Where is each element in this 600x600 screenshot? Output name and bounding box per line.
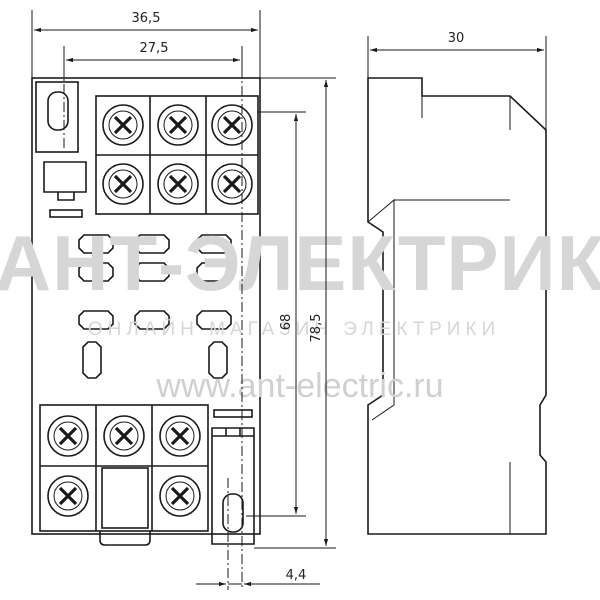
top-slot: [49, 209, 83, 218]
watermark: АНТ-ЭЛЕКТРИК ОНЛАЙН МАГАЗИН ЭЛЕКТРИКИ ww…: [0, 219, 600, 405]
side-view: [367, 77, 547, 535]
top-mount-hole: [47, 91, 69, 131]
pin-socket: [78, 234, 114, 254]
pin-socket: [196, 310, 232, 330]
pin-socket: [134, 234, 170, 254]
pin-socket: [208, 341, 228, 379]
dim-mount-hole: 4,4: [286, 568, 307, 583]
screw-terminal-icon: [211, 104, 253, 146]
bottom-terminal-block: [39, 404, 209, 532]
watermark-url: www.ant-electric.ru: [155, 367, 443, 405]
pin-socket: [134, 262, 170, 282]
terminal-screws: [47, 104, 253, 517]
screw-terminal-icon: [102, 104, 144, 146]
dim-depth: 30: [448, 31, 465, 46]
screw-terminal-icon: [157, 163, 199, 205]
dim-pitch-width: 27,5: [140, 41, 169, 56]
screw-terminal-icon: [102, 163, 144, 205]
dimensions: 36,5 27,5 30 68 78,5 4,4: [31, 10, 547, 590]
bottom-tab: [99, 531, 151, 546]
bottom-mount-hole: [222, 493, 244, 533]
pin-sockets: [78, 234, 232, 379]
screw-terminal-icon: [157, 104, 199, 146]
dim-height-inner: 68: [279, 314, 294, 331]
bottom-slot: [213, 409, 253, 418]
side-profile-outline: [367, 77, 547, 535]
bottom-mount-ear: [211, 427, 255, 545]
pin-socket: [82, 341, 102, 379]
top-latch: [43, 161, 87, 201]
screw-terminal-icon: [103, 415, 145, 457]
pin-socket: [196, 234, 232, 254]
pin-socket: [78, 262, 114, 282]
screw-terminal-icon: [47, 415, 89, 457]
screw-terminal-icon: [47, 475, 89, 517]
pin-socket: [78, 310, 114, 330]
screw-terminal-icon: [159, 415, 201, 457]
screw-terminal-icon: [159, 475, 201, 517]
watermark-tagline: ОНЛАЙН МАГАЗИН ЭЛЕКТРИКИ: [88, 318, 500, 340]
pin-socket: [134, 310, 170, 330]
dim-height-overall: 78,5: [309, 314, 324, 343]
pin-socket: [196, 262, 232, 282]
front-body-outline: [31, 77, 261, 535]
screw-terminal-icon: [211, 163, 253, 205]
front-view: [31, 77, 261, 546]
dim-overall-width: 36,5: [132, 11, 161, 26]
watermark-brand: АНТ-ЭЛЕКТРИК: [0, 219, 600, 307]
empty-terminal-slot: [101, 467, 149, 529]
top-mount-ear: [35, 81, 79, 153]
